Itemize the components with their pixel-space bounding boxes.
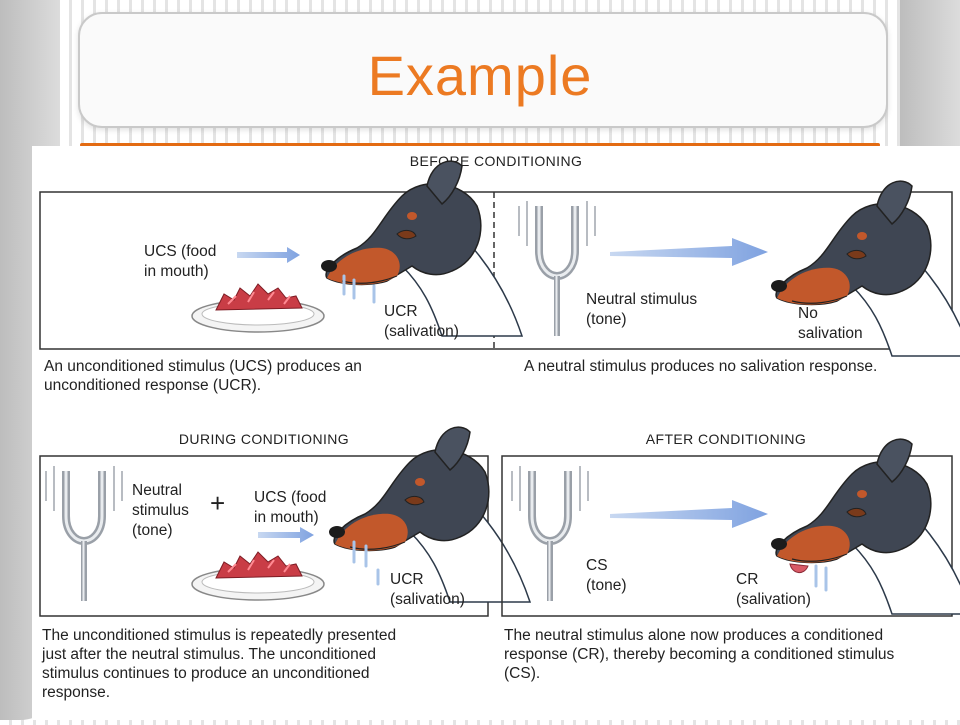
panel1-food-plate: [191, 283, 325, 333]
panel3-ucs-line2: in mouth): [254, 509, 319, 526]
before-conditioning-frame: [39, 191, 953, 350]
panel1-caption-line1: An unconditioned stimulus (UCS) produces…: [44, 358, 362, 375]
panel1-caption-line2: unconditioned response (UCR).: [44, 377, 261, 394]
panel4-cr-line1: CR: [736, 571, 758, 588]
panel4-drool: [814, 564, 828, 592]
panel3-neutral-label: Neutral stimulus (tone): [132, 482, 193, 539]
panel3-ucr-label: UCR (salivation): [390, 571, 465, 608]
panel4-arrow: [610, 500, 768, 528]
panel4-tongue: [789, 563, 809, 573]
panel4-caption: The neutral stimulus alone now produces …: [504, 627, 899, 682]
panel4-tuning-fork: [512, 466, 588, 601]
panel1-arrow: [237, 247, 300, 263]
panel2-neutral-line2: (tone): [586, 311, 627, 328]
after-conditioning-header: AFTER CONDITIONING: [646, 431, 806, 447]
panel4-frame: [501, 455, 953, 617]
panel1-ucs-label: UCS (food in mouth): [144, 243, 221, 280]
panel1-ucr-line2: (salivation): [384, 323, 459, 340]
panel4-caption-line3: (CS).: [504, 665, 540, 682]
panel3-dog: [328, 426, 531, 603]
panel3-caption-line1: The unconditioned stimulus is repeatedly…: [42, 627, 396, 644]
panel4-cs-line1: CS: [586, 557, 608, 574]
panel2-no-salivation-line2: salivation: [798, 325, 863, 342]
panel3-neutral-line2: stimulus: [132, 502, 189, 519]
panel2-arrow: [610, 238, 768, 266]
panel3-caption-line4: response.: [42, 684, 110, 701]
panel1-ucr-line1: UCR: [384, 303, 418, 320]
during-conditioning-header: DURING CONDITIONING: [179, 431, 349, 447]
panel3-drool: [352, 540, 380, 586]
title-box: [78, 12, 888, 128]
panel2-neutral-label: Neutral stimulus (tone): [586, 291, 701, 328]
panel3-caption: The unconditioned stimulus is repeatedly…: [41, 627, 400, 701]
title-accent-line: [80, 143, 880, 147]
panel4-caption-line2: response (CR), thereby becoming a condit…: [504, 646, 895, 663]
panel2-no-salivation-line1: No: [798, 305, 818, 322]
panel2-no-salivation-label: No salivation: [798, 305, 863, 342]
panel4-cr-label: CR (salivation): [736, 571, 811, 608]
panel3-ucr-line2: (salivation): [390, 591, 465, 608]
panel1-ucs-line1: UCS (food: [144, 243, 216, 260]
panel3-tuning-fork: [46, 466, 122, 601]
panel4-cs-line2: (tone): [586, 577, 627, 594]
panel1-ucs-line2: in mouth): [144, 263, 209, 280]
before-conditioning-header: BEFORE CONDITIONING: [410, 153, 583, 169]
panel2-tuning-fork: [519, 201, 595, 336]
panel3-ucr-line1: UCR: [390, 571, 424, 588]
panel3-neutral-line3: (tone): [132, 522, 173, 539]
panel4-cs-label: CS (tone): [586, 557, 627, 594]
panel1-caption: An unconditioned stimulus (UCS) produces…: [44, 358, 366, 394]
panel3-ucs-line1: UCS (food: [254, 489, 326, 506]
panel4-cr-line2: (salivation): [736, 591, 811, 608]
panel1-drool: [342, 274, 376, 304]
panel3-caption-line2: just after the neutral stimulus. The unc…: [41, 646, 376, 663]
panel3-ucs-label: UCS (food in mouth): [254, 489, 331, 526]
panel3-neutral-line1: Neutral: [132, 482, 182, 499]
panel3-arrow: [258, 527, 314, 543]
panel2-neutral-line1: Neutral stimulus: [586, 291, 697, 308]
conditioning-figure: BEFORE CONDITIONING UCS (food in mouth) …: [32, 146, 960, 720]
panel3-caption-line3: stimulus continues to produce an uncondi…: [42, 665, 369, 682]
slide-title: Example: [367, 44, 593, 107]
panel4-caption-line1: The neutral stimulus alone now produces …: [504, 627, 883, 644]
panel2-caption-line1: A neutral stimulus produces no salivatio…: [524, 358, 877, 375]
panel1-ucr-label: UCR (salivation): [384, 303, 459, 340]
panel2-caption: A neutral stimulus produces no salivatio…: [524, 358, 877, 375]
panel3-food-plate: [191, 551, 325, 601]
panel3-plus: +: [210, 488, 225, 518]
panel4-dog: [770, 438, 960, 615]
